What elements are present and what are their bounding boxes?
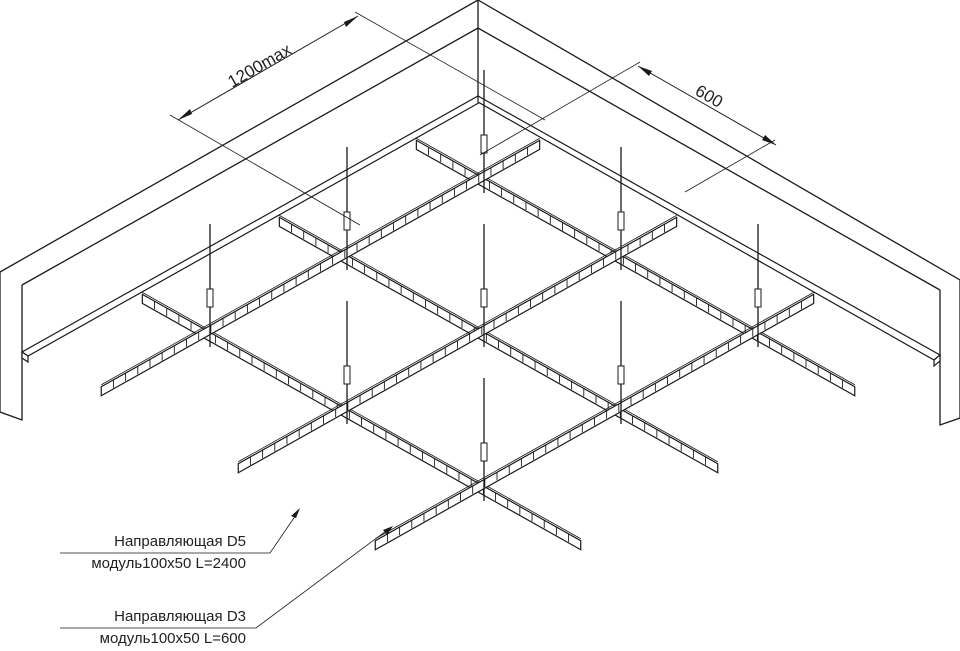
- hanger-rod: [617, 301, 625, 424]
- hanger-clip: [617, 365, 625, 385]
- callout-d5-title: Направляющая D5: [114, 533, 246, 550]
- hanger-rod: [617, 147, 625, 270]
- main-runner-d5: [415, 138, 856, 397]
- hanger-clip: [617, 211, 625, 231]
- main-runner-d5: [278, 215, 719, 474]
- hanger-rod: [480, 378, 488, 501]
- callout-d3-spec: модуль100x50 L=600: [100, 630, 246, 647]
- hanger-rod: [343, 147, 351, 270]
- arrow-icon: [762, 135, 776, 145]
- arrow-icon: [638, 66, 652, 76]
- dimension-line: [177, 15, 359, 121]
- arrow-icon: [178, 109, 192, 120]
- cross-runner-d3: [237, 215, 678, 474]
- wall: [0, 0, 960, 426]
- hanger-rod: [480, 224, 488, 347]
- arrow-icon: [344, 16, 358, 27]
- hanger-clip: [343, 211, 351, 231]
- dimension-line: [637, 65, 777, 146]
- hanger-clip: [754, 288, 762, 308]
- dimension-max-span: 1200max: [169, 11, 546, 226]
- hanger-rod: [206, 224, 214, 347]
- hanger-clip: [206, 288, 214, 308]
- hanger-clip: [480, 134, 488, 154]
- callout-d3-title: Направляющая D3: [114, 608, 246, 625]
- cross-runner-d3: [374, 292, 815, 551]
- wall-angle-profile: [20, 94, 942, 368]
- hanger-clip: [480, 442, 488, 462]
- callout-d3: Направляющая D3 модуль100x50 L=600: [60, 526, 393, 647]
- hanger-rod: [754, 224, 762, 347]
- cross-runner-d3: [100, 138, 541, 397]
- grid-rails: [100, 138, 856, 551]
- arrow-icon: [291, 508, 300, 518]
- hanger-clip: [343, 365, 351, 385]
- callout-d5-spec: модуль100x50 L=2400: [91, 555, 246, 572]
- hangers: [206, 70, 762, 501]
- module-span-label: 600: [692, 81, 726, 112]
- arrow-icon: [383, 526, 393, 535]
- callout-d5: Направляющая D5 модуль100x50 L=2400: [60, 508, 300, 572]
- hanger-rod: [343, 301, 351, 424]
- main-runner-d5: [141, 292, 582, 551]
- hanger-clip: [480, 288, 488, 308]
- max-span-label: 1200max: [225, 40, 295, 92]
